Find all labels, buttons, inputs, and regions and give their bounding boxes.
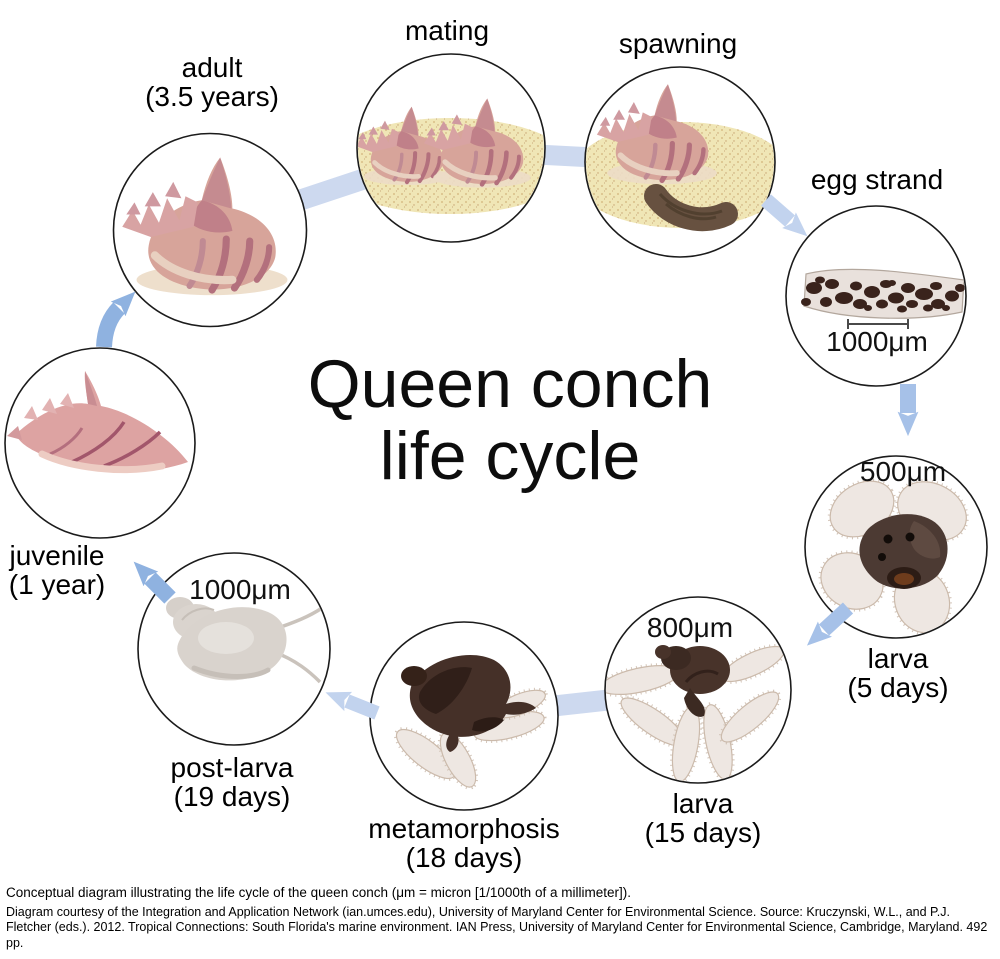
stage-label-larva-late: larva (15 days) bbox=[644, 788, 762, 848]
stage-name: post-larva bbox=[170, 752, 294, 783]
stage-label-juvenile: juvenile (1 year) bbox=[8, 540, 106, 600]
stage-duration: (3.5 years) bbox=[145, 80, 279, 112]
scale-bar bbox=[847, 319, 909, 329]
larva-early-illustration bbox=[818, 478, 969, 636]
stage-label-larva-early: larva (5 days) bbox=[847, 643, 949, 703]
diagram-title: Queen conch life cycle bbox=[308, 348, 713, 492]
scale-label-larva-late: 800μm bbox=[646, 612, 734, 643]
stage-label-metamorphosis: metamorphosis (18 days) bbox=[368, 813, 560, 873]
mating-conchs-illustration bbox=[358, 99, 544, 214]
post-larva-illustration bbox=[166, 597, 323, 684]
arrow-larva-early-to-larva-late bbox=[806, 602, 854, 646]
scale-label-larva-early: 500μm bbox=[859, 456, 947, 487]
figure-caption: Conceptual diagram illustrating the life… bbox=[6, 884, 992, 951]
stage-name: egg strand bbox=[810, 164, 944, 195]
stage-name: adult bbox=[181, 52, 243, 83]
scale-label-egg-strand: 1000μm bbox=[826, 326, 928, 357]
stage-duration: (5 days) bbox=[847, 671, 949, 703]
scale-label-post-larva: 1000μm bbox=[189, 574, 291, 605]
arrow-spawning-to-egg-strand bbox=[761, 194, 808, 237]
arrow-metamorphosis-to-post-larva bbox=[325, 691, 380, 720]
stage-name: larva bbox=[867, 643, 929, 674]
stage-duration: (15 days) bbox=[644, 816, 762, 848]
stage-label-egg-strand: egg strand bbox=[810, 164, 944, 195]
stage-name: larva bbox=[672, 788, 734, 819]
larva-late-illustration bbox=[606, 644, 787, 782]
stage-name: metamorphosis bbox=[368, 813, 560, 844]
spawning-conch-illustration bbox=[586, 84, 774, 232]
stage-name: juvenile bbox=[9, 540, 105, 571]
metamorphosis-illustration bbox=[394, 654, 548, 790]
stage-name: spawning bbox=[618, 28, 738, 59]
caption-description: Conceptual diagram illustrating the life… bbox=[6, 885, 631, 900]
title-line-1: Queen conch bbox=[307, 346, 713, 422]
stage-label-post-larva: post-larva (19 days) bbox=[170, 752, 294, 812]
stage-name: mating bbox=[404, 15, 490, 46]
stage-label-spawning: spawning bbox=[618, 28, 738, 59]
caption-credit: Diagram courtesy of the Integration and … bbox=[6, 904, 988, 950]
title-line-2: life cycle bbox=[379, 418, 641, 495]
stage-label-adult: adult (3.5 years) bbox=[145, 52, 279, 112]
cycle-arrows bbox=[96, 194, 919, 720]
egg-strand-illustration bbox=[801, 268, 965, 329]
stage-duration: (1 year) bbox=[8, 568, 106, 600]
arrow-juvenile-to-adult bbox=[96, 291, 136, 348]
arrow-post-larva-to-juvenile bbox=[133, 561, 176, 604]
stage-label-mating: mating bbox=[404, 15, 490, 46]
stage-duration: (18 days) bbox=[405, 841, 523, 873]
stage-duration: (19 days) bbox=[173, 780, 291, 812]
